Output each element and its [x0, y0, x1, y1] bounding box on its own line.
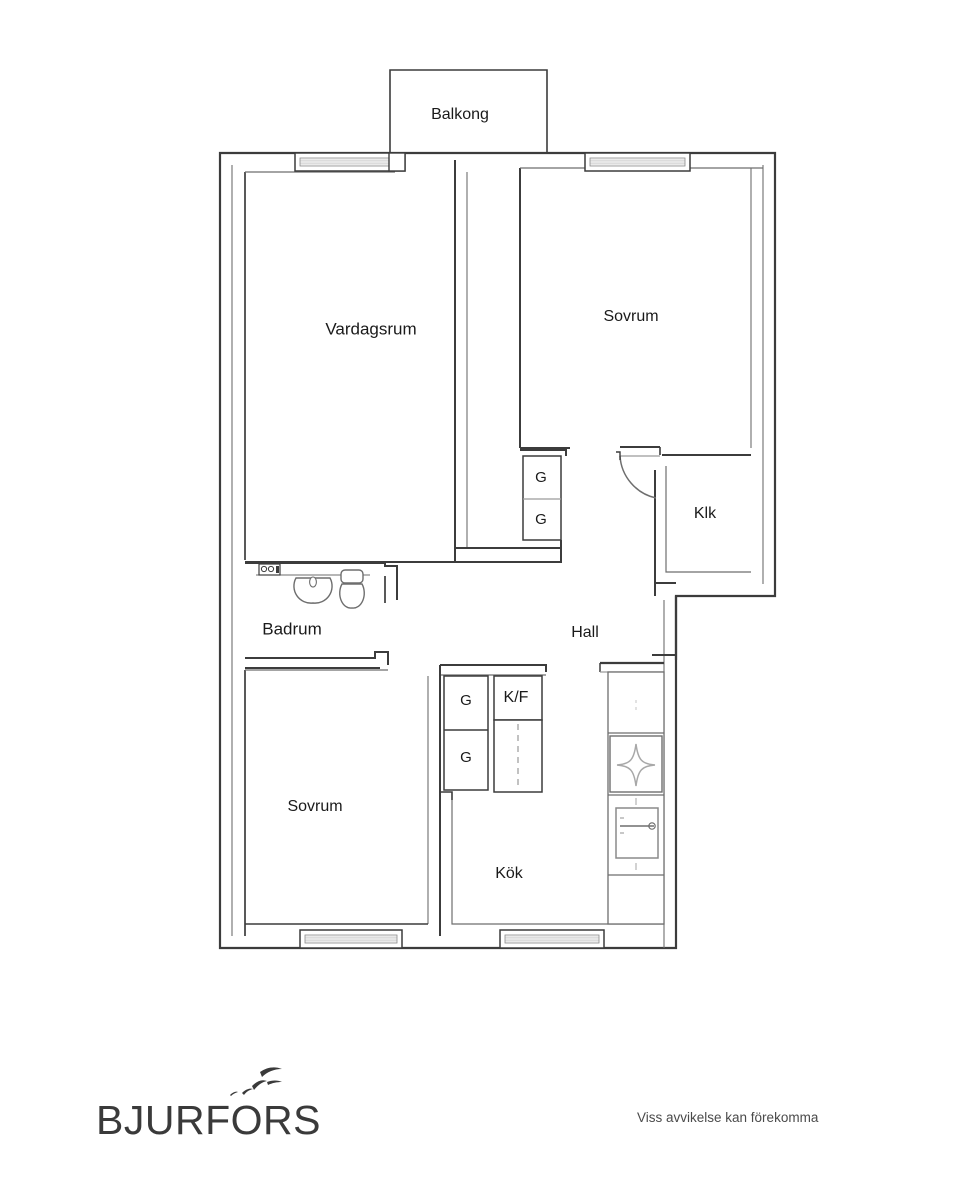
garderob-label-hall-upper: G [535, 469, 547, 486]
garderob-label-kok-upper: G [460, 692, 472, 709]
kitchen-counter-run [607, 671, 665, 925]
room-label-vardagsrum: Vardagsrum [325, 319, 416, 338]
kyl-frys-label: K/F [504, 689, 529, 706]
garderob-label-hall-lower: G [535, 511, 547, 528]
door-klk-swing-icon [616, 451, 657, 499]
bjurfors-logo: BJURFORS [88, 1055, 328, 1150]
room-label-group: Balkong Vardagsrum Sovrum Klk Badrum Hal… [262, 106, 717, 882]
hall-garderob-block [455, 449, 567, 563]
window-kok-bottom [499, 929, 605, 949]
room-label-badrum: Badrum [262, 619, 322, 638]
klk-walls [620, 446, 751, 596]
birds-icon [230, 1067, 282, 1096]
garderob-label-kok-lower: G [460, 749, 472, 766]
kok-walls [440, 664, 664, 925]
kitchen-cooktop-icon [609, 735, 663, 793]
storage-label-group: G G G G K/F [460, 469, 547, 766]
room-label-sovrum-top: Sovrum [603, 308, 658, 325]
window-vardagsrum-top [294, 152, 406, 172]
bjurfors-wordmark: BJURFORS [96, 1097, 321, 1143]
kok-garderob-block [443, 675, 489, 791]
bathroom-toilet-icon [339, 569, 365, 609]
bathroom-sink-icon [293, 576, 333, 604]
disclaimer-note: Viss avvikelse kan förekomma [637, 1110, 819, 1125]
kitchen-sink-icon [615, 807, 659, 859]
bathroom-small-unit-icon [258, 563, 281, 576]
apartment-outer-wall [218, 151, 777, 950]
window-sovrum-top [584, 152, 691, 172]
room-label-kok: Kök [495, 865, 524, 882]
room-label-balkong: Balkong [431, 106, 489, 123]
room-label-sovrum-bottom: Sovrum [287, 798, 342, 815]
window-sovrum-bottom [299, 929, 403, 949]
room-label-hall: Hall [571, 624, 599, 641]
kyl-frys-unit [493, 675, 543, 793]
room-label-klk: Klk [694, 505, 717, 522]
sovrum-bottom-walls [244, 665, 441, 936]
